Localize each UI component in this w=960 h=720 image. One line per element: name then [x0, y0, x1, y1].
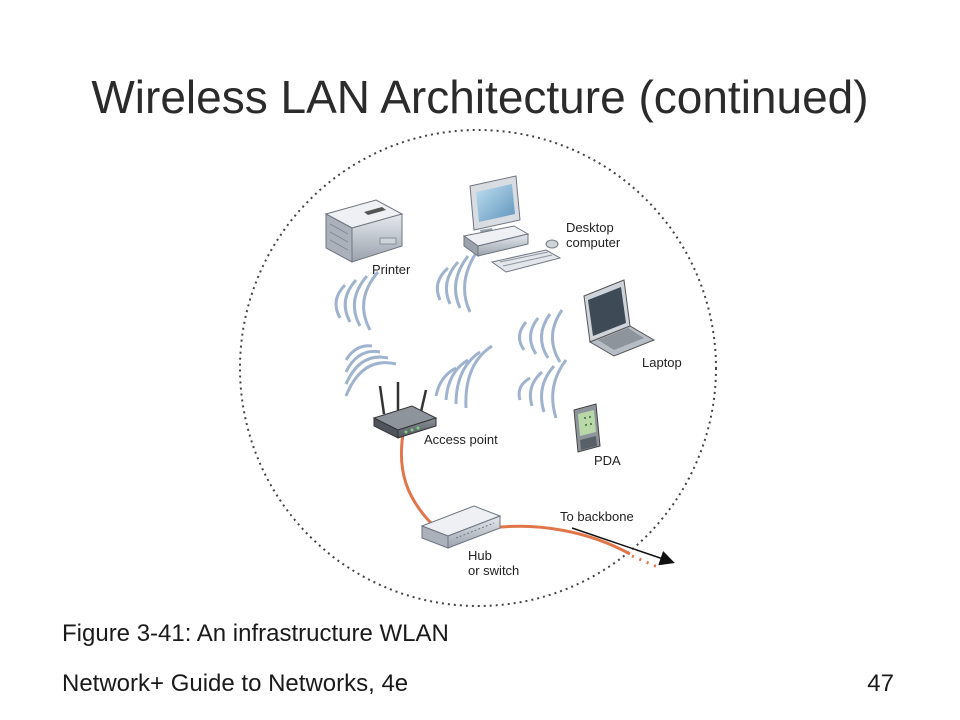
desktop-label-line2: computer	[566, 235, 621, 250]
pda-label: PDA	[594, 453, 621, 468]
backbone-label: To backbone	[560, 509, 634, 524]
wlan-boundary	[239, 129, 717, 607]
wave-ap-left	[344, 344, 397, 397]
desktop-computer-icon	[462, 175, 562, 273]
wave-ap-right	[434, 344, 493, 409]
access-point-label: Access point	[424, 432, 498, 447]
laptop-icon	[583, 279, 656, 357]
access-point-icon	[372, 382, 438, 439]
desktop-label-line1: Desktop	[566, 220, 614, 235]
page-number: 47	[867, 670, 894, 697]
laptop-label: Laptop	[642, 355, 682, 370]
printer-label: Printer	[372, 262, 411, 277]
backbone-arrow	[571, 527, 675, 566]
wave-desktop	[435, 249, 480, 313]
hub-label-line2: or switch	[468, 563, 519, 578]
pda-icon	[573, 403, 601, 453]
printer-icon	[324, 199, 404, 263]
figure-caption: Figure 3-41: An infrastructure WLAN	[62, 620, 449, 647]
wave-printer	[334, 271, 380, 331]
hub-label-line1: Hub	[468, 548, 492, 563]
slide-title: Wireless LAN Architecture (continued)	[91, 71, 869, 123]
hub-switch-icon	[420, 505, 502, 549]
wave-pda	[517, 359, 568, 419]
wave-laptop	[518, 309, 564, 363]
cable-ap-to-hub	[399, 427, 440, 532]
footer-book-title: Network+ Guide to Networks, 4e	[62, 670, 409, 697]
cable-dots	[631, 554, 661, 570]
cable-hub-to-backbone	[489, 524, 631, 556]
